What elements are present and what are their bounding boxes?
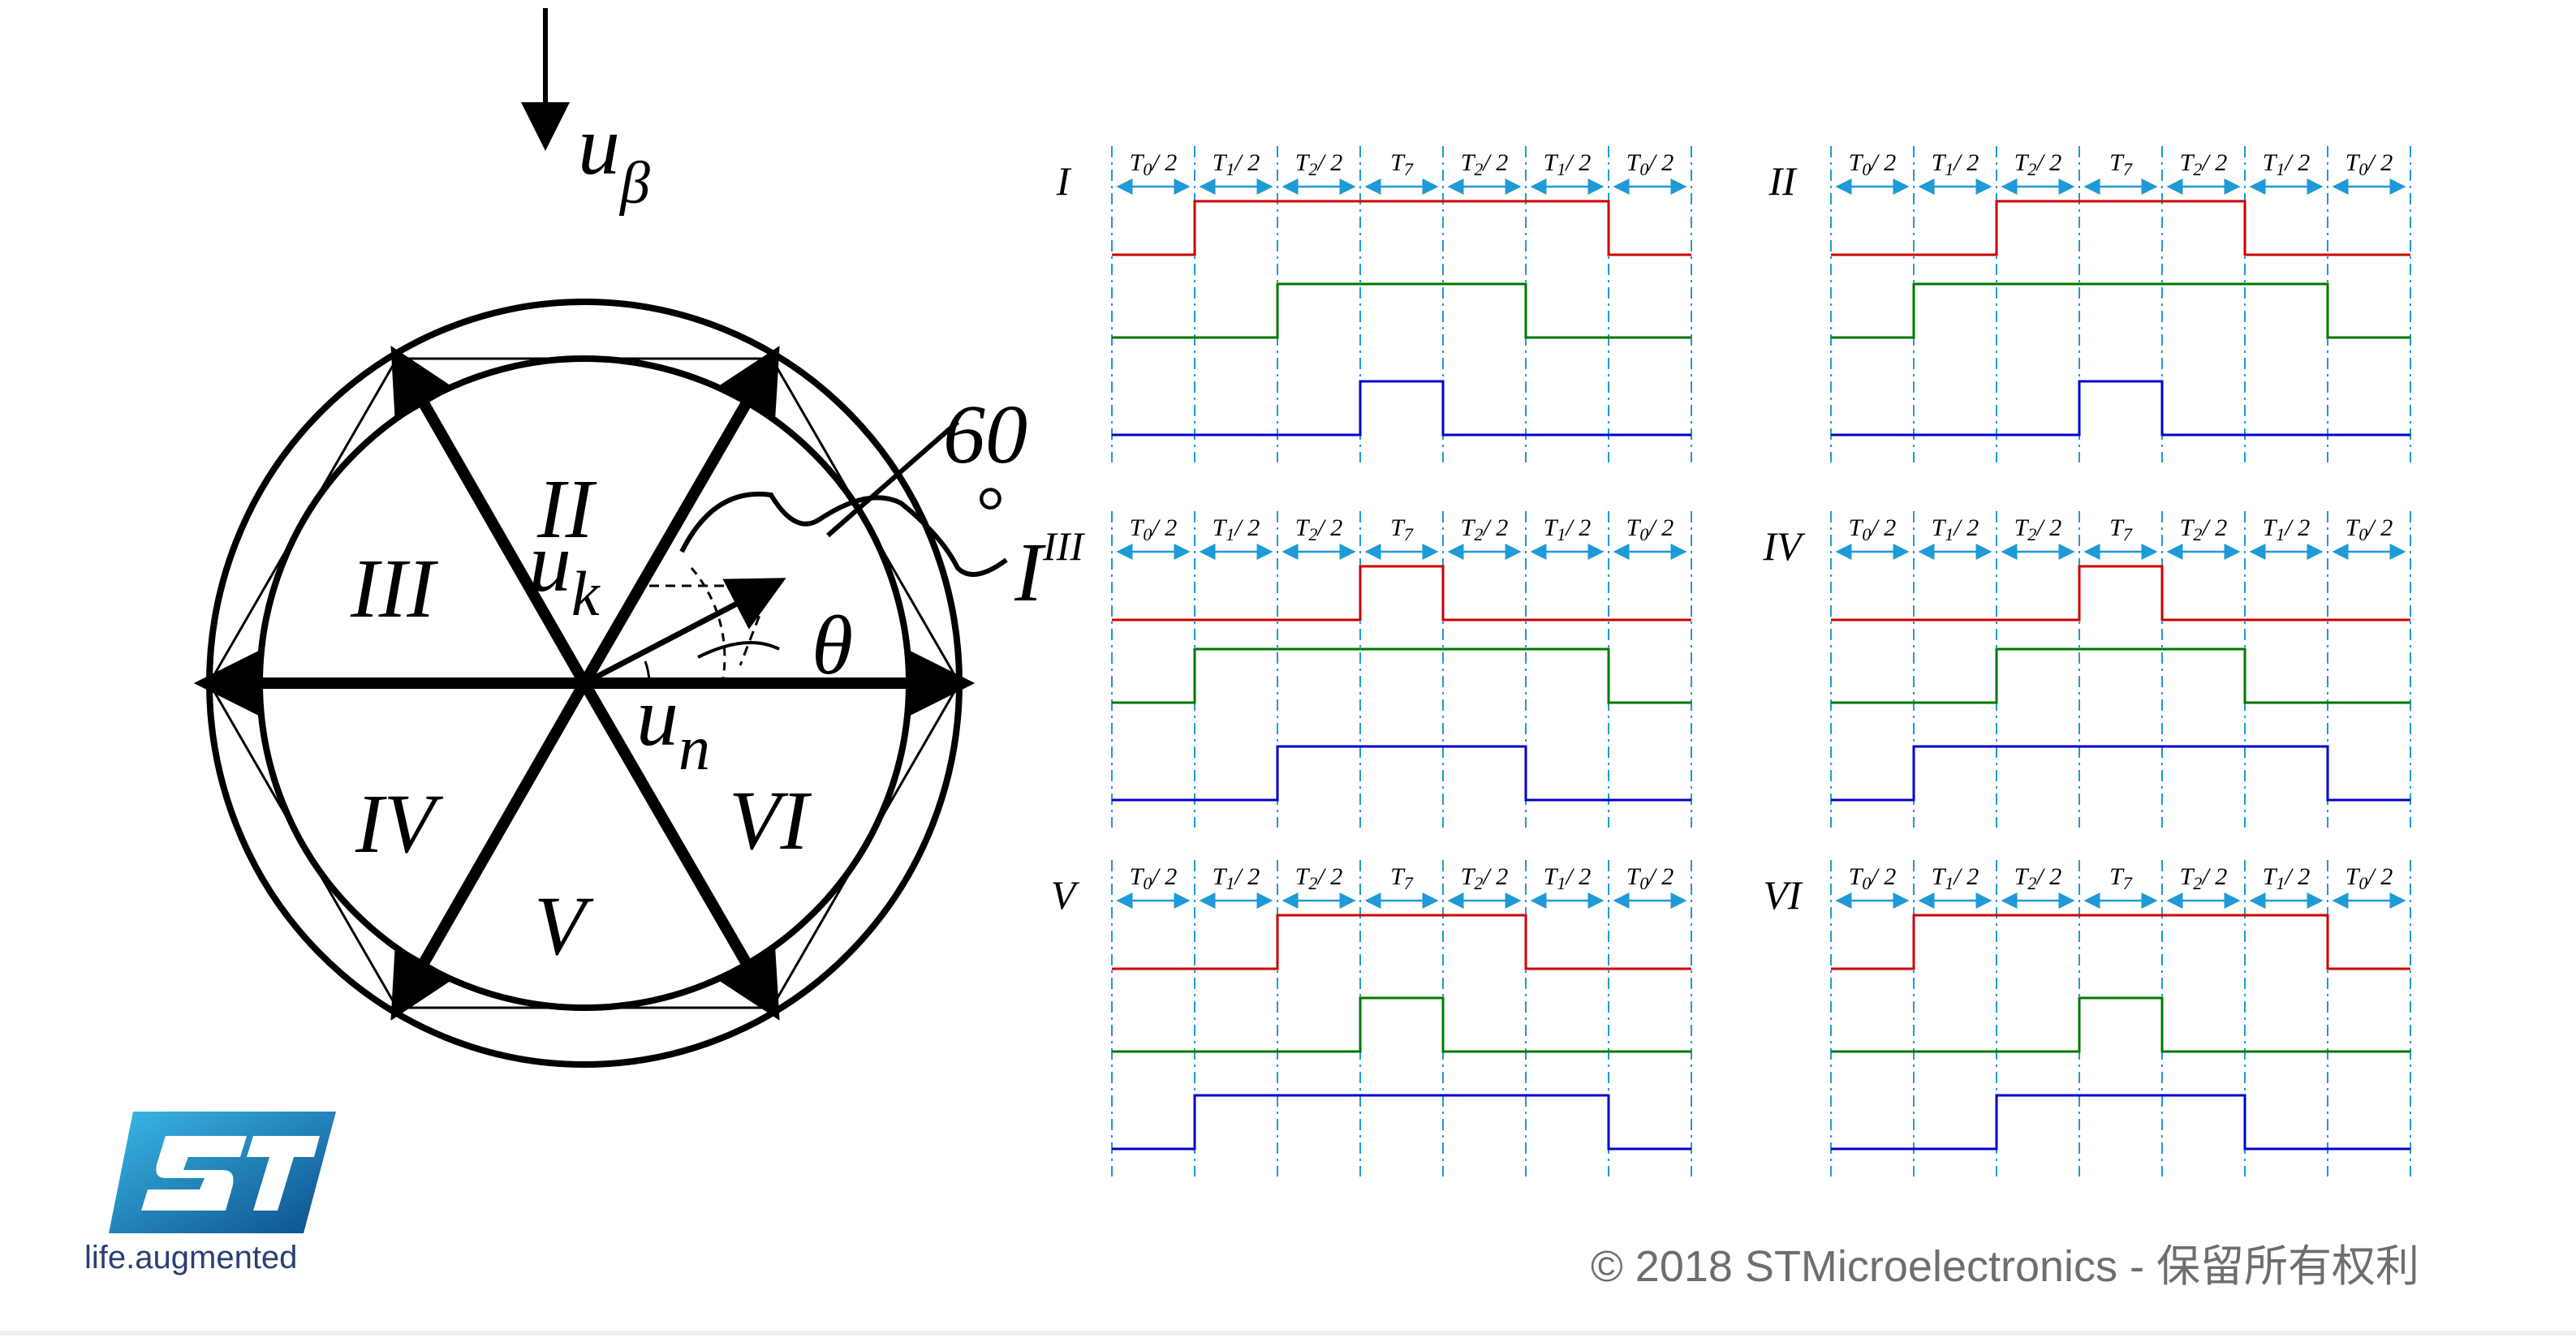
timing-panel-label: VI <box>1763 872 1803 918</box>
timing-panel-3: III T0/ 2 T1/ 2 T2/ 2 T7 T2/ 2 T1/ 2 T0/ 2 <box>1042 511 1692 828</box>
beta-axis-label: uβ <box>578 99 650 217</box>
segment-label: T1/ 2 <box>1213 149 1260 179</box>
segment-label: T2/ 2 <box>2014 863 2062 893</box>
segment-label: T7 <box>2109 514 2133 544</box>
segment-label: T0/ 2 <box>1626 149 1674 179</box>
angle-degree-label: ° <box>974 473 1002 552</box>
segment-label: T1/ 2 <box>2263 149 2311 179</box>
segment-label: T7 <box>1390 514 1414 544</box>
segment-label: T0/ 2 <box>2346 149 2393 179</box>
segment-label: T7 <box>2109 149 2133 179</box>
phase-trace-a <box>1112 914 1691 970</box>
basic-vectors <box>193 346 976 1021</box>
timing-panel-label: III <box>1042 523 1085 569</box>
phase-trace-b <box>1831 996 2410 1053</box>
phase-trace-b <box>1831 647 2410 704</box>
segment-label: T0/ 2 <box>2346 863 2393 893</box>
segment-label: T2/ 2 <box>1295 149 1343 179</box>
segment-label: T1/ 2 <box>1544 514 1592 544</box>
segment-label: T2/ 2 <box>2014 149 2062 179</box>
timing-panel-1: I T0/ 2 T1/ 2 T2/ 2 T7 T2/ 2 T1/ 2 T0/ 2 <box>1056 146 1692 462</box>
sector-label-6: VI <box>729 774 812 867</box>
timing-panel-label: V <box>1051 872 1080 918</box>
timing-panel-2: II T0/ 2 T1/ 2 T2/ 2 T7 T2/ 2 T1/ 2 T0/ 2 <box>1768 146 2411 462</box>
segment-label: T1/ 2 <box>1932 514 1979 544</box>
angle-arc-theta <box>644 660 651 684</box>
timing-panel-label: I <box>1056 158 1072 204</box>
phase-trace-a <box>1112 565 1691 622</box>
copyright-notice: © 2018 STMicroelectronics - 保留所有权利 <box>1591 1242 2420 1291</box>
segment-label: T1/ 2 <box>1213 514 1260 544</box>
sector-label-1: I <box>1014 526 1046 619</box>
timing-panel-4: IV T0/ 2 T1/ 2 T2/ 2 T7 T2/ 2 T1/ 2 T0/ 2 <box>1762 511 2411 828</box>
phase-trace-c <box>1112 380 1691 437</box>
phase-trace-a <box>1831 565 2410 622</box>
st-tagline: life.augmented <box>84 1240 298 1275</box>
segment-label: T1/ 2 <box>1932 863 1979 893</box>
phase-trace-b <box>1112 996 1691 1053</box>
phase-trace-a <box>1831 914 2410 970</box>
theta-label: θ <box>812 599 853 692</box>
space-vector-diagram: uβ 60 ° θ uk un I II III IV <box>193 8 1046 1068</box>
segment-label: T2/ 2 <box>2180 863 2228 893</box>
phase-trace-b <box>1112 647 1691 704</box>
segment-label: T2/ 2 <box>2180 149 2228 179</box>
segment-label: T0/ 2 <box>2346 514 2393 544</box>
phase-trace-c <box>1112 1094 1691 1151</box>
segment-label: T0/ 2 <box>1849 149 1897 179</box>
phase-trace-b <box>1112 282 1691 339</box>
timing-panel-6: VI T0/ 2 T1/ 2 T2/ 2 T7 T2/ 2 T1/ 2 T0/ 2 <box>1763 860 2411 1176</box>
angle-leader-line <box>826 419 959 538</box>
sector-label-2: II <box>536 462 597 556</box>
segment-label: T7 <box>1390 863 1414 893</box>
timing-panel-5: V T0/ 2 T1/ 2 T2/ 2 T7 T2/ 2 T1/ 2 T0/ 2 <box>1051 860 1692 1176</box>
phase-trace-c <box>1831 1094 2410 1151</box>
segment-label: T1/ 2 <box>1544 863 1592 893</box>
angle-arc-60 <box>690 567 726 684</box>
segment-label: T2/ 2 <box>1461 149 1509 179</box>
segment-label: T0/ 2 <box>1626 514 1674 544</box>
segment-label: T0/ 2 <box>1626 863 1674 893</box>
st-logo: ST <box>109 1112 336 1233</box>
sector-label-5: V <box>534 880 594 973</box>
segment-label: T2/ 2 <box>1461 863 1509 893</box>
segment-label: T2/ 2 <box>1295 514 1343 544</box>
segment-label: T0/ 2 <box>1849 514 1897 544</box>
projection-vertical <box>739 585 773 666</box>
segment-label: T2/ 2 <box>2014 514 2062 544</box>
reference-vector <box>583 578 786 686</box>
timing-panel-label: II <box>1768 158 1798 204</box>
segment-label: T0/ 2 <box>1849 863 1897 893</box>
phase-trace-c <box>1112 745 1691 802</box>
segment-label: T2/ 2 <box>1295 863 1343 893</box>
segment-label: T1/ 2 <box>1213 863 1260 893</box>
segment-label: T7 <box>2109 863 2133 893</box>
segment-label: T2/ 2 <box>2180 514 2228 544</box>
phase-trace-b <box>1831 282 2410 339</box>
segment-label: T1/ 2 <box>2263 514 2311 544</box>
phase-trace-c <box>1831 380 2410 437</box>
uk-label: uk <box>529 516 601 629</box>
segment-label: T0/ 2 <box>1130 149 1178 179</box>
angle-60-label: 60 <box>943 388 1027 481</box>
segment-label: T2/ 2 <box>1461 514 1509 544</box>
segment-label: T7 <box>1390 149 1414 179</box>
segment-label: T1/ 2 <box>2263 863 2311 893</box>
bottom-rule <box>0 1331 2576 1336</box>
theta-pointer <box>697 641 780 659</box>
angle-leader-curve <box>679 491 1008 577</box>
segment-label: T0/ 2 <box>1130 863 1178 893</box>
timing-panel-label: IV <box>1762 523 1806 569</box>
un-label: un <box>636 670 710 783</box>
sector-label-4: IV <box>355 777 444 871</box>
phase-trace-a <box>1831 200 2410 256</box>
phase-trace-c <box>1831 745 2410 802</box>
sector-label-3: III <box>350 542 438 635</box>
phase-trace-a <box>1112 200 1691 256</box>
segment-label: T1/ 2 <box>1932 149 1979 179</box>
segment-label: T1/ 2 <box>1544 149 1592 179</box>
segment-label: T0/ 2 <box>1130 514 1178 544</box>
